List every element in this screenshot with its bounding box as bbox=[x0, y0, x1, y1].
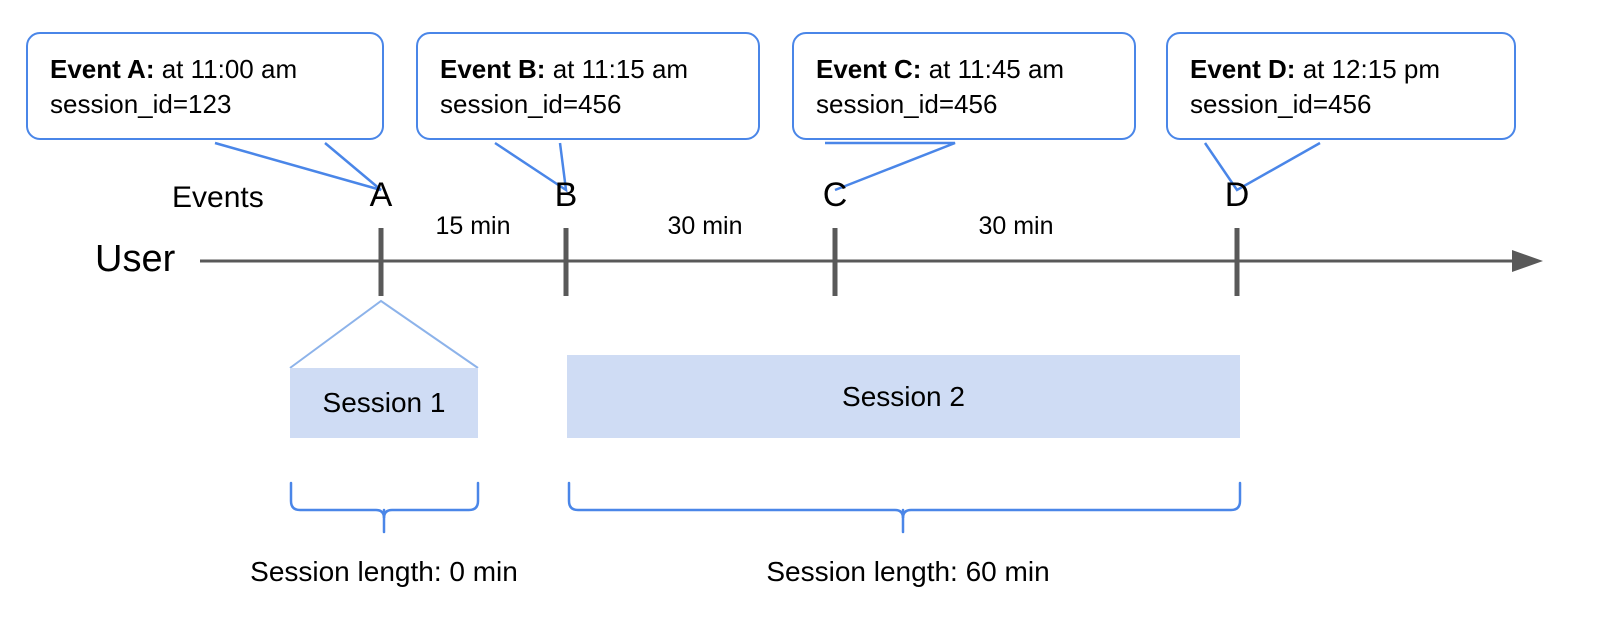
timeline-arrowhead bbox=[1512, 250, 1543, 272]
session-bar-2-label: Session 2 bbox=[842, 380, 965, 412]
user-lane-label: User bbox=[95, 238, 176, 280]
session-1-funnel bbox=[289, 299, 479, 369]
event-letter-c: C bbox=[822, 176, 848, 214]
callout-a-name: Event A: bbox=[50, 54, 155, 84]
event-letter-b: B bbox=[554, 176, 578, 214]
session-bar-1[interactable]: Session 1 bbox=[290, 368, 478, 438]
callout-b-detail: at 11:15 am bbox=[545, 54, 689, 84]
callout-d-line2: session_id=456 bbox=[1190, 89, 1372, 120]
callout-a-line1: Event A: at 11:00 am bbox=[50, 52, 366, 87]
callout-c-name: Event C: bbox=[816, 54, 922, 84]
callout-event-a[interactable]: Event A: at 11:00 am session_id=123 bbox=[26, 32, 384, 141]
callout-b-name: Event B: bbox=[440, 54, 546, 84]
callout-c-line1: Event C: at 11:45 am bbox=[816, 52, 1118, 87]
gap-label-a-b: 15 min bbox=[435, 212, 511, 240]
callout-event-b[interactable]: Event B: at 11:15 am session_id=456 bbox=[416, 32, 760, 141]
callout-d-name: Event D: bbox=[1190, 54, 1296, 84]
gap-label-c-d: 30 min bbox=[978, 212, 1054, 240]
callout-event-d[interactable]: Event D: at 12:15 pm session_id=456 bbox=[1166, 32, 1516, 141]
callout-b-line1: Event B: at 11:15 am bbox=[440, 52, 742, 87]
callout-d-detail: at 12:15 pm bbox=[1295, 54, 1441, 84]
callout-c-line2: session_id=456 bbox=[816, 89, 998, 120]
callout-c-detail: at 11:45 am bbox=[921, 54, 1065, 84]
callout-a-detail: at 11:00 am bbox=[154, 54, 298, 84]
session-1-brace bbox=[289, 481, 480, 519]
callout-a-line2: session_id=123 bbox=[50, 89, 232, 120]
session-2-brace bbox=[567, 481, 1242, 519]
event-letter-d: D bbox=[1224, 176, 1250, 214]
session-2-length-label: Session length: 60 min bbox=[766, 556, 1050, 587]
events-lane-label: Events bbox=[172, 181, 264, 214]
callout-d-line1: Event D: at 12:15 pm bbox=[1190, 52, 1498, 87]
gap-label-b-c: 30 min bbox=[667, 212, 743, 240]
callout-event-c[interactable]: Event C: at 11:45 am session_id=456 bbox=[792, 32, 1136, 141]
session-bar-1-label: Session 1 bbox=[322, 387, 446, 418]
session-1-length-label: Session length: 0 min bbox=[250, 556, 518, 587]
callout-b-line2: session_id=456 bbox=[440, 89, 622, 120]
event-letter-a: A bbox=[369, 176, 393, 214]
session-bar-2[interactable]: Session 2 bbox=[567, 355, 1240, 438]
